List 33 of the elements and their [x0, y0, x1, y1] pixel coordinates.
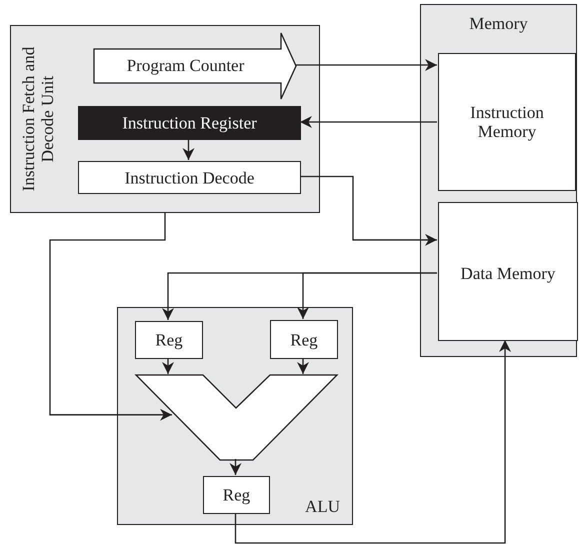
register-box — [270, 320, 338, 359]
memory-panel — [420, 4, 577, 357]
register-box — [135, 321, 203, 359]
connector-arrow — [230, 459, 242, 475]
box-label: Instruction Register — [121, 114, 258, 132]
box-label: Instruction Memory — [469, 103, 545, 141]
register-box — [78, 106, 301, 140]
memory-box — [438, 53, 576, 191]
register-box — [203, 476, 270, 514]
panel-title: Instruction Fetch and Decode Unit — [19, 46, 57, 193]
unit-panel — [10, 25, 320, 213]
arrow-shaped-box — [94, 33, 297, 99]
box-label: Program Counter — [126, 56, 246, 75]
box-label: Reg — [154, 330, 184, 350]
box-label: Reg — [222, 486, 252, 504]
memory-box — [438, 202, 578, 341]
panel-title: ALU — [305, 497, 340, 516]
box-label: Reg — [289, 330, 319, 349]
box-label: Data Memory — [460, 264, 556, 283]
connector-arrow — [297, 272, 437, 319]
connector-arrow — [297, 358, 309, 374]
connector-arrow — [162, 358, 174, 374]
connector-arrow — [182, 139, 194, 160]
connector-arrow — [234, 340, 512, 544]
decode-box — [78, 161, 301, 194]
connector-arrow — [300, 176, 437, 246]
connector-arrow — [300, 116, 437, 128]
panel-title: Memory — [468, 14, 529, 33]
box-label: Instruction Decode — [124, 168, 256, 187]
connector-arrow — [296, 59, 437, 71]
connector-arrow — [49, 213, 172, 421]
alu-panel — [117, 307, 353, 525]
alu-chevron-shape — [136, 375, 337, 460]
